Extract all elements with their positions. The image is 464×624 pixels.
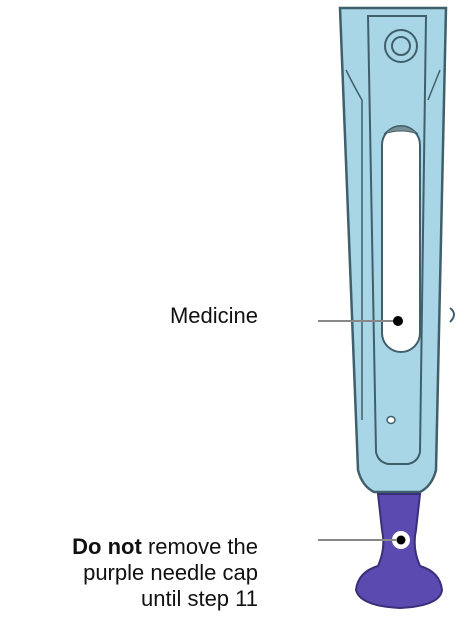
- do-not-emphasis: Do not: [72, 534, 142, 559]
- cap-warning-line2: purple needle cap: [72, 560, 258, 586]
- purple-needle-cap: [356, 494, 442, 608]
- cap-pointer-dot: [397, 536, 406, 545]
- cap-warning-line3: until step 11: [72, 586, 258, 612]
- medicine-pointer-dot: [393, 316, 403, 326]
- cap-warning-line1-rest: remove the: [142, 534, 258, 559]
- pen-small-hole: [387, 417, 395, 424]
- pen-top-button-outer: [385, 30, 417, 62]
- pen-side-nub: [450, 308, 454, 322]
- needle-cap-warning: Do not remove the purple needle cap unti…: [72, 534, 258, 612]
- medicine-label: Medicine: [170, 303, 258, 329]
- cap-warning-line1: Do not remove the: [72, 534, 258, 560]
